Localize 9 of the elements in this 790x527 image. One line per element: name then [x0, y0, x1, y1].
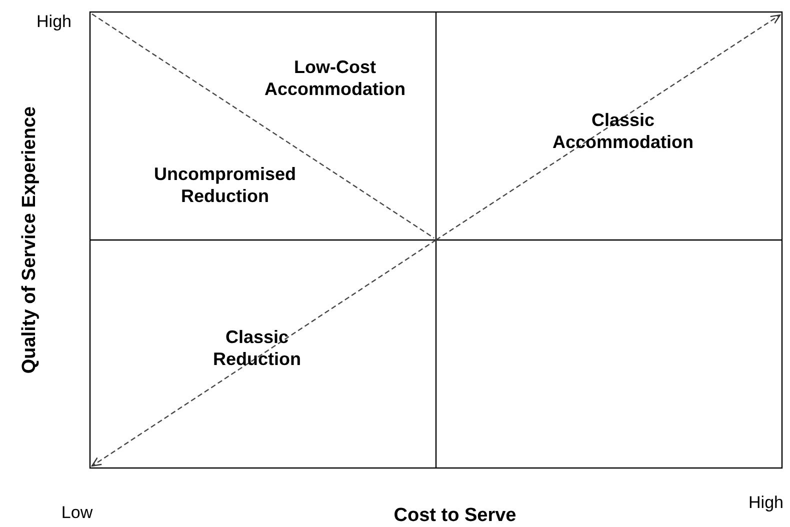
- axis-end-label: High: [36, 12, 72, 32]
- quadrant-label: Uncompromised Reduction: [152, 163, 298, 207]
- quadrant-label: Classic Reduction: [212, 326, 302, 370]
- axis-end-label: Low: [61, 503, 93, 523]
- axis-end-label: High: [748, 493, 784, 513]
- quadrant-label: Low-Cost Accommodation: [263, 56, 406, 100]
- quadrant-label: Classic Accommodation: [551, 109, 694, 153]
- axis-title: Quality of Service Experience: [19, 106, 41, 374]
- axis-title: Cost to Serve: [394, 505, 516, 527]
